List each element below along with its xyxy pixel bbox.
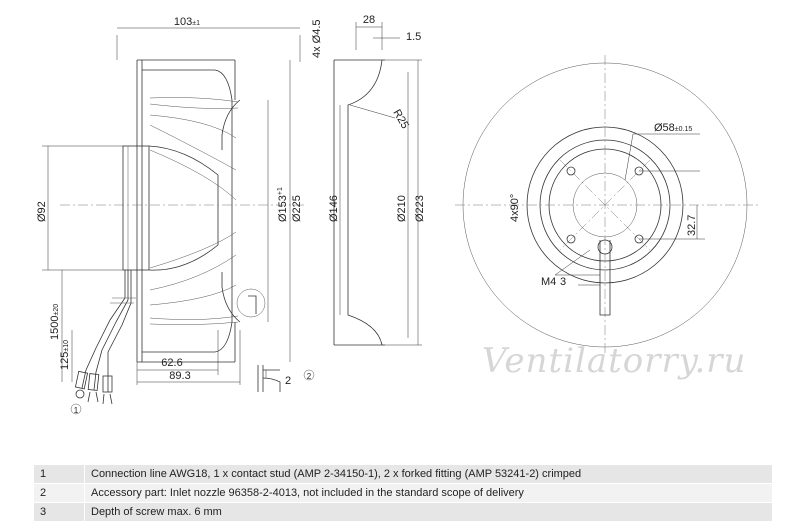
dim-wheel-outer: Ø225 [291, 195, 303, 222]
note-row: 3 Depth of screw max. 6 mm [34, 502, 772, 521]
dim-cable-length-tol: ±20 [53, 304, 60, 316]
dim-flange-thickness: 1.5 [406, 31, 421, 43]
dim-hub-depth: 89.3 [169, 370, 190, 382]
nozzle-section-view: 28 1.5 4x Ø4.5 R25 Ø146 Ø210 Ø223 [311, 14, 426, 346]
mount-hole-1 [566, 166, 576, 176]
dim-nozzle-diameter: Ø146 [328, 195, 340, 222]
svg-text:103±1: 103±1 [174, 16, 200, 28]
notes-table: 1 Connection line AWG18, 1 x contact stu… [34, 464, 772, 521]
svg-text:1500±20: 1500±20 [49, 304, 61, 340]
dim-cable-length: 1500 [49, 316, 61, 340]
note-row: 1 Connection line AWG18, 1 x contact stu… [34, 464, 772, 484]
dim-hub-offset: 62.6 [161, 357, 182, 369]
note-row: 2 Accessory part: Inlet nozzle 96358-2-4… [34, 483, 772, 503]
svg-text:Ø153+1: Ø153+1 [277, 187, 289, 222]
dim-hub-diameter: Ø92 [36, 201, 48, 222]
dim-hole-distance: 32.7 [686, 215, 698, 236]
note-number: 3 [34, 502, 85, 521]
dim-hole-angle: 4x90° [509, 194, 521, 222]
note-number: 2 [34, 483, 85, 503]
dim-width-total-tol: ±1 [192, 20, 200, 27]
front-view: Ø58±0.15 4x90° 32.7 M4 3 [455, 55, 760, 355]
watermark: Ventilatorry.ru [482, 341, 746, 381]
dim-wheel-inner-tol: +1 [277, 187, 284, 195]
mount-hole-3 [566, 234, 576, 244]
note-text: Accessory part: Inlet nozzle 96358-2-401… [84, 483, 772, 503]
marker-2: 2 [307, 372, 312, 381]
dim-width-total: 103 [174, 16, 192, 28]
dim-screw-depth-marker: 3 [560, 276, 566, 288]
dim-nozzle-gap: 2 [285, 375, 291, 387]
dim-nozzle-d1: Ø210 [396, 195, 408, 222]
svg-text:125±10: 125±10 [59, 340, 71, 370]
dim-mount-holes: 4x Ø4.5 [311, 19, 323, 58]
side-view: 103±1 Ø92 Ø153+1 Ø225 62.6 89.3 1500±20 … [36, 16, 315, 415]
dim-centering-diameter: Ø58 [654, 122, 675, 134]
dim-thread: M4 [541, 276, 556, 288]
dim-nozzle-depth: 28 [363, 14, 375, 26]
dim-stripped-length: 125 [59, 352, 71, 370]
svg-text:Ø58±0.15: Ø58±0.15 [654, 122, 692, 134]
dim-nozzle-d2: Ø223 [414, 195, 426, 222]
note-number: 1 [34, 464, 85, 484]
note-text: Connection line AWG18, 1 x contact stud … [84, 464, 772, 484]
dim-centering-tol: ±0.15 [675, 126, 693, 133]
note-text: Depth of screw max. 6 mm [84, 502, 772, 521]
marker-1: 1 [74, 406, 79, 415]
dim-stripped-length-tol: ±10 [63, 340, 70, 352]
dim-wheel-inner: Ø153 [277, 195, 289, 222]
technical-drawing: 103±1 Ø92 Ø153+1 Ø225 62.6 89.3 1500±20 … [36, 14, 760, 415]
